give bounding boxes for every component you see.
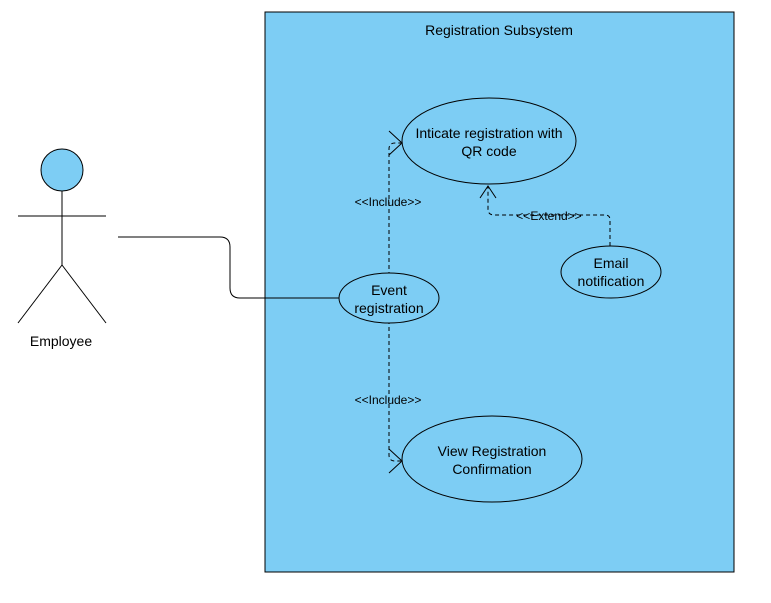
include-qr-line[interactable] xyxy=(388,142,401,276)
include-qr-label: <<Include>> xyxy=(355,195,422,209)
actor-head xyxy=(40,148,84,192)
use-case-view-shape xyxy=(401,415,583,503)
use-case-event-line2: registration xyxy=(354,300,423,316)
use-case-view[interactable]: View Registration Confirmation xyxy=(401,415,583,503)
use-case-email-line1: Email xyxy=(593,255,628,271)
use-case-view-line2: Confirmation xyxy=(452,461,531,477)
use-case-email-shape xyxy=(560,245,662,299)
include-view-label: <<Include>> xyxy=(355,393,422,407)
use-case-email[interactable]: Email notification xyxy=(560,245,662,299)
system-title: Registration Subsystem xyxy=(425,22,573,38)
actor-label: Employee xyxy=(30,333,92,349)
actor-employee[interactable] xyxy=(17,148,107,324)
use-case-qr-line2: QR code xyxy=(461,143,516,159)
use-case-qr-line1: Inticate registration with xyxy=(415,125,562,141)
extend-email-arrowhead xyxy=(479,185,497,199)
use-case-event[interactable]: Event registration xyxy=(338,272,440,324)
extend-email-label: <<Extend>> xyxy=(516,209,581,223)
include-view-line[interactable] xyxy=(388,320,401,462)
use-case-event-shape xyxy=(338,272,440,324)
actor-right-leg xyxy=(61,264,107,324)
use-case-event-line1: Event xyxy=(371,282,407,298)
use-case-view-line1: View Registration xyxy=(438,443,547,459)
use-case-qr[interactable]: Inticate registration with QR code xyxy=(401,97,577,185)
use-case-email-line2: notification xyxy=(578,273,645,289)
actor-left-leg xyxy=(17,264,63,324)
use-case-qr-shape xyxy=(401,97,577,185)
association-line[interactable] xyxy=(118,236,340,299)
